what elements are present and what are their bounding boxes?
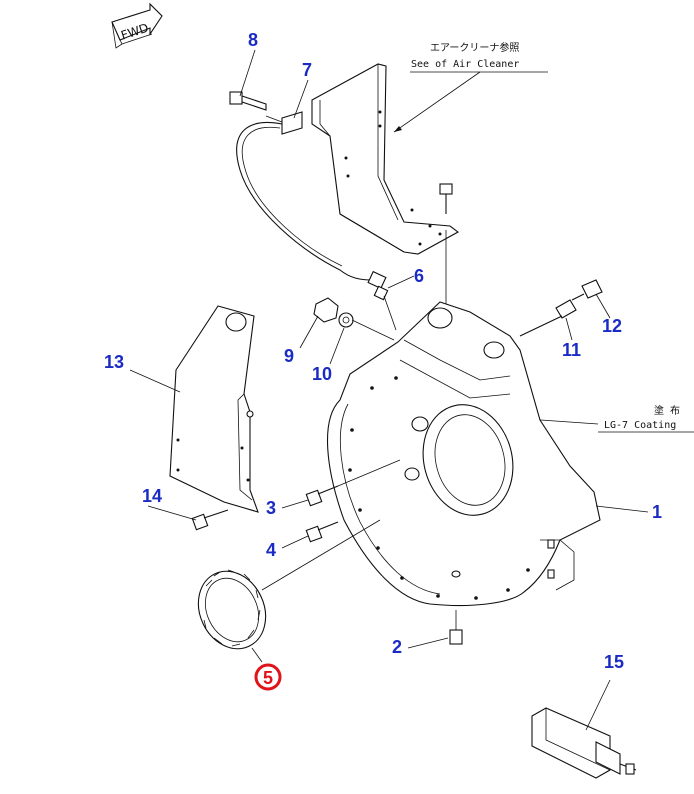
sensor-15 (531, 707, 637, 779)
highlighted-callout-5[interactable]: 5 (254, 663, 282, 691)
washer-10-icon (338, 312, 395, 341)
callout-9: 9 (284, 346, 294, 366)
plug-9-icon (313, 297, 339, 323)
callout-12: 12 (602, 316, 622, 336)
callout-7: 7 (302, 60, 312, 80)
callout-14: 14 (142, 486, 162, 506)
sensor-harness (236, 122, 397, 331)
note-air-cleaner: エアークリーナ参照 See of Air Cleaner (393, 41, 548, 133)
bolt-4-icon (305, 521, 339, 543)
seal-ring-5 (197, 519, 381, 650)
svg-text:塗 布: 塗 布 (654, 404, 680, 417)
bolt-12-icon (571, 279, 603, 301)
svg-text:LG-7 Coating: LG-7 Coating (604, 420, 676, 431)
callouts: 8 7 6 12 11 9 10 13 14 3 4 1 2 15 (104, 30, 662, 672)
callout-4: 4 (266, 540, 276, 560)
callout-15: 15 (604, 652, 624, 672)
callout-6: 6 (414, 266, 424, 286)
bolt-11-icon (519, 299, 577, 337)
callout-2: 2 (392, 637, 402, 657)
fwd-label: FWD (119, 21, 150, 43)
bolt-3-icon (305, 459, 401, 507)
plug-2-icon (449, 570, 463, 645)
flywheel-housing (326, 301, 601, 606)
svg-text:See of Air Cleaner: See of Air Cleaner (411, 59, 519, 70)
leader-lines (129, 49, 649, 731)
callout-3: 3 (266, 498, 276, 518)
callout-13: 13 (104, 352, 124, 372)
callout-5: 5 (263, 668, 273, 688)
air-cleaner-bracket (311, 63, 460, 255)
plate-13 (169, 305, 259, 513)
callout-10: 10 (312, 364, 332, 384)
svg-text:エアークリーナ参照: エアークリーナ参照 (430, 41, 519, 54)
callout-1: 1 (652, 502, 662, 522)
bracket-bolt-icon (439, 183, 453, 310)
bolt-14-icon (191, 509, 229, 531)
callout-11: 11 (562, 340, 581, 360)
callout-8: 8 (248, 30, 258, 50)
fwd-arrow-icon: FWD (111, 2, 163, 49)
bolt-8-icon (229, 91, 267, 111)
